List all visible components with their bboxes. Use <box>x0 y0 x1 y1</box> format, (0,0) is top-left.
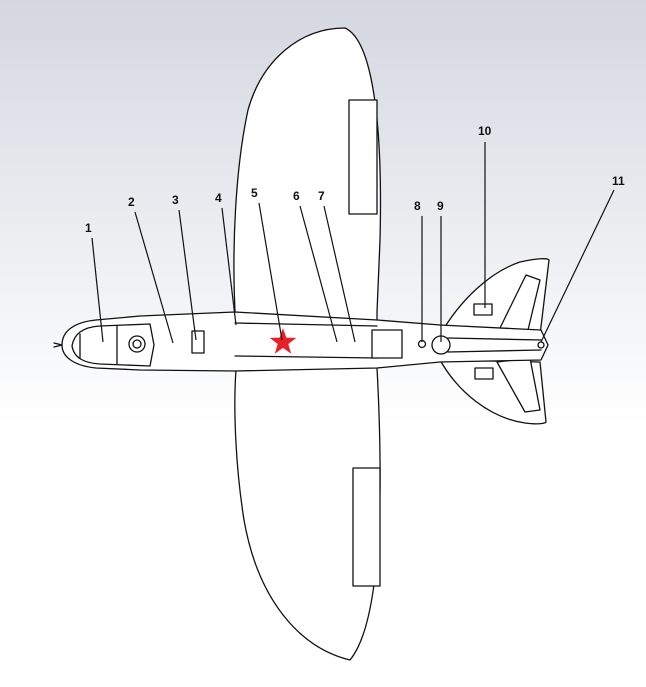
leader-line-1 <box>91 237 104 343</box>
callout-label-11: 11 <box>612 174 625 188</box>
fuselage <box>61 311 549 372</box>
callout-label-1: 1 <box>85 221 92 235</box>
callout-label-7: 7 <box>318 189 325 203</box>
callout-label-2: 2 <box>128 195 135 209</box>
leader-line-3 <box>178 209 197 341</box>
front-battery-bay <box>191 330 205 354</box>
callout-label-10: 10 <box>478 124 492 138</box>
red-star-marking <box>269 328 297 354</box>
fuselage-rear-spine <box>447 337 542 341</box>
upper-servo <box>473 303 493 316</box>
callout-label-5: 5 <box>251 186 258 200</box>
fuselage-bottom-rail <box>234 355 378 359</box>
motor-mount-inner <box>132 339 142 349</box>
callout-label-8: 8 <box>414 199 421 213</box>
callout-label-9: 9 <box>437 199 444 213</box>
lower-servo <box>474 367 494 380</box>
nose-tip <box>53 342 63 348</box>
right-aileron <box>352 467 381 587</box>
callout-label-3: 3 <box>172 193 179 207</box>
fuselage-rear-spine-2 <box>447 349 542 353</box>
left-aileron <box>348 99 378 215</box>
leader-line-7 <box>323 205 356 343</box>
leader-line-4 <box>221 207 237 326</box>
tail-end <box>537 341 545 349</box>
leader-line-6 <box>299 205 338 343</box>
fuselage-top-rail <box>234 322 378 327</box>
rear-bay <box>371 329 403 359</box>
callout-label-6: 6 <box>293 189 300 203</box>
leader-line-5 <box>258 202 283 341</box>
leader-line-2 <box>134 211 174 344</box>
leader-line-11 <box>540 189 615 343</box>
callout-label-4: 4 <box>215 191 222 205</box>
nose-canopy <box>71 323 155 367</box>
